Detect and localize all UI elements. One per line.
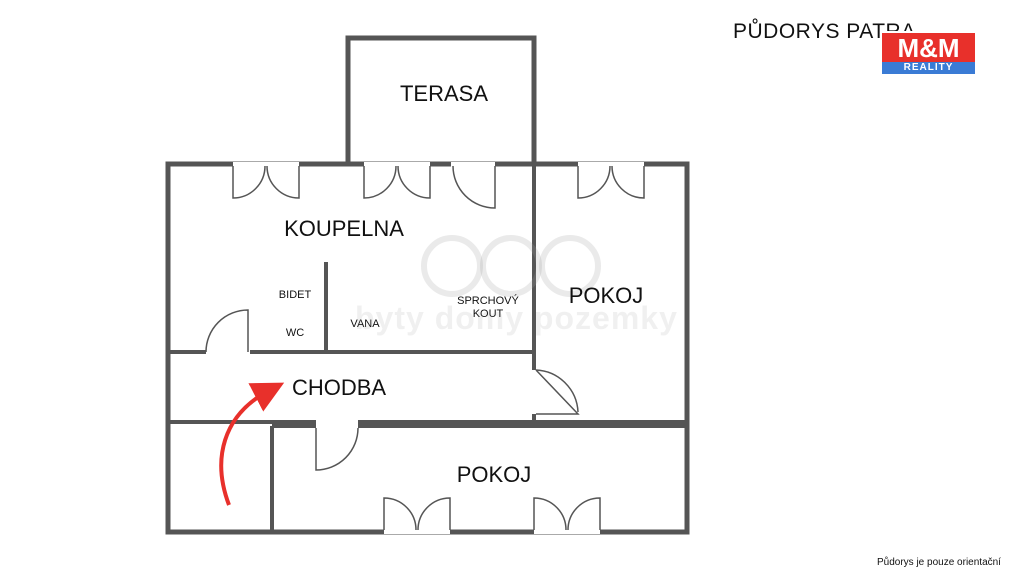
door-pokoj-right: [531, 369, 580, 415]
room-label-terasa: TERASA: [400, 81, 488, 106]
room-label-pokoj-right: POKOJ: [569, 283, 644, 308]
fixture-label-wc: WC: [286, 327, 304, 339]
door-bottom-1: [383, 497, 451, 534]
outer-wall: [165, 161, 690, 535]
interior-walls: [168, 164, 687, 532]
door-terasa-2: [451, 162, 496, 209]
page-title: PŮDORYS PATRA: [733, 20, 916, 43]
watermark-circles: [421, 235, 601, 297]
brand-logo: M&M REALITY: [880, 31, 977, 76]
room-labels: TERASA KOUPELNA BIDET WC VANA SPRCHOVÝ K…: [279, 81, 643, 487]
fixture-label-sprchovy: SPRCHOVÝ: [457, 294, 519, 307]
room-label-pokoj-bottom: POKOJ: [457, 462, 532, 487]
fixture-label-bidet: BIDET: [279, 289, 312, 301]
door-pokoj-bottom: [315, 420, 359, 471]
door-pokoj-right-top: [577, 162, 645, 199]
footnote: Půdorys je pouze orientační: [877, 557, 1001, 568]
doors: [205, 162, 645, 534]
logo-main-text: M&M: [897, 33, 960, 63]
door-terasa-1: [363, 162, 431, 199]
entrance-arrow: [219, 382, 285, 506]
door-bottom-2: [533, 497, 601, 534]
watermark-text: byty domy pozemky: [355, 300, 678, 336]
logo-sub-text: REALITY: [882, 62, 975, 74]
room-label-chodba: CHODBA: [292, 375, 386, 400]
fixture-label-vana: VANA: [350, 318, 380, 330]
fixture-label-kout: KOUT: [473, 308, 504, 320]
door-koupelna-1: [232, 162, 300, 199]
room-label-koupelna: KOUPELNA: [284, 216, 404, 241]
door-wc: [205, 309, 250, 356]
terrace-wall: [345, 35, 537, 164]
